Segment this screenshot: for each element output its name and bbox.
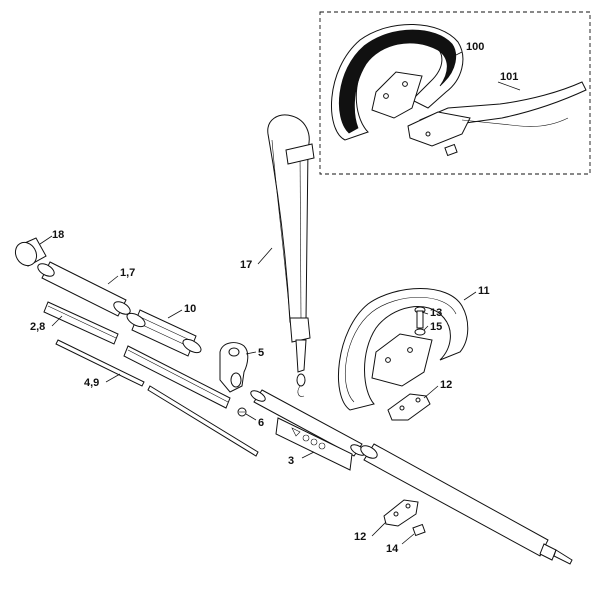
callout-17: 17 (240, 259, 252, 271)
part-15-washer (414, 328, 426, 336)
main-drive-tube (250, 389, 573, 565)
callout-13: 13 (430, 307, 442, 319)
callout-12-upper: 12 (440, 379, 452, 391)
callout-12-lower: 12 (354, 531, 366, 543)
part-5-clamp (219, 342, 249, 393)
callout-1-7: 1,7 (120, 267, 135, 279)
part-2-8-liner (43, 301, 231, 409)
part-10-splined-shaft (126, 309, 202, 357)
part-1-7-tube (37, 261, 131, 317)
part-6-screw (237, 407, 247, 417)
part-12-bracket-lower (383, 499, 419, 527)
leader-lines (39, 51, 521, 545)
part-18-end-cap (14, 237, 47, 267)
part-17-shoulder-strap (267, 114, 315, 397)
callout-6: 6 (258, 417, 264, 429)
part-13-screw (414, 306, 426, 329)
callout-2-8: 2,8 (30, 321, 45, 333)
part-100-handle (331, 24, 464, 141)
callout-10: 10 (184, 303, 196, 315)
callout-14: 14 (386, 543, 399, 555)
part-4-9-drive-shaft (55, 339, 259, 457)
callout-11: 11 (478, 285, 490, 297)
part-3-label (275, 417, 353, 471)
part-14-nut (412, 523, 426, 537)
callout-18: 18 (52, 229, 64, 241)
callout-15: 15 (430, 321, 442, 333)
part-101-bracket-bar (407, 81, 587, 157)
callout-3: 3 (288, 455, 294, 467)
callout-100: 100 (466, 41, 484, 53)
callout-5: 5 (258, 347, 264, 359)
part-11-loop-handle (338, 288, 469, 411)
callout-4-9: 4,9 (84, 377, 99, 389)
part-12-bracket-upper (387, 393, 431, 421)
callout-101: 101 (500, 71, 518, 83)
inset-box (319, 11, 591, 175)
